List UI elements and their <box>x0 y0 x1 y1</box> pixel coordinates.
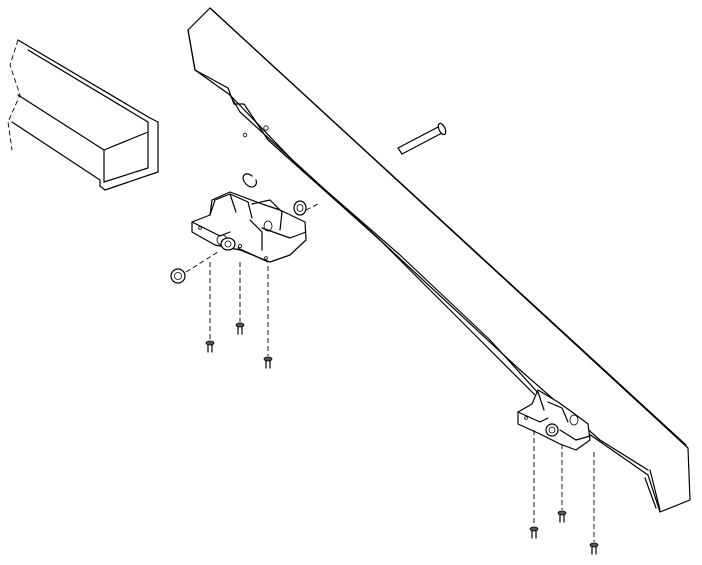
dashed-guides-right <box>533 430 595 542</box>
screw <box>557 510 567 523</box>
screw <box>589 542 599 555</box>
hinge-bracket-right <box>517 389 591 451</box>
screw <box>529 526 539 539</box>
dashed-guides-left <box>209 262 269 356</box>
hinge-bracket-left <box>191 191 307 263</box>
screw <box>205 340 215 353</box>
channel-rail <box>7 39 159 191</box>
e-clip <box>242 173 257 188</box>
nut-right <box>293 200 319 216</box>
nut-left <box>170 251 219 284</box>
screw <box>263 356 273 369</box>
screw <box>235 322 245 335</box>
pin <box>397 122 447 155</box>
